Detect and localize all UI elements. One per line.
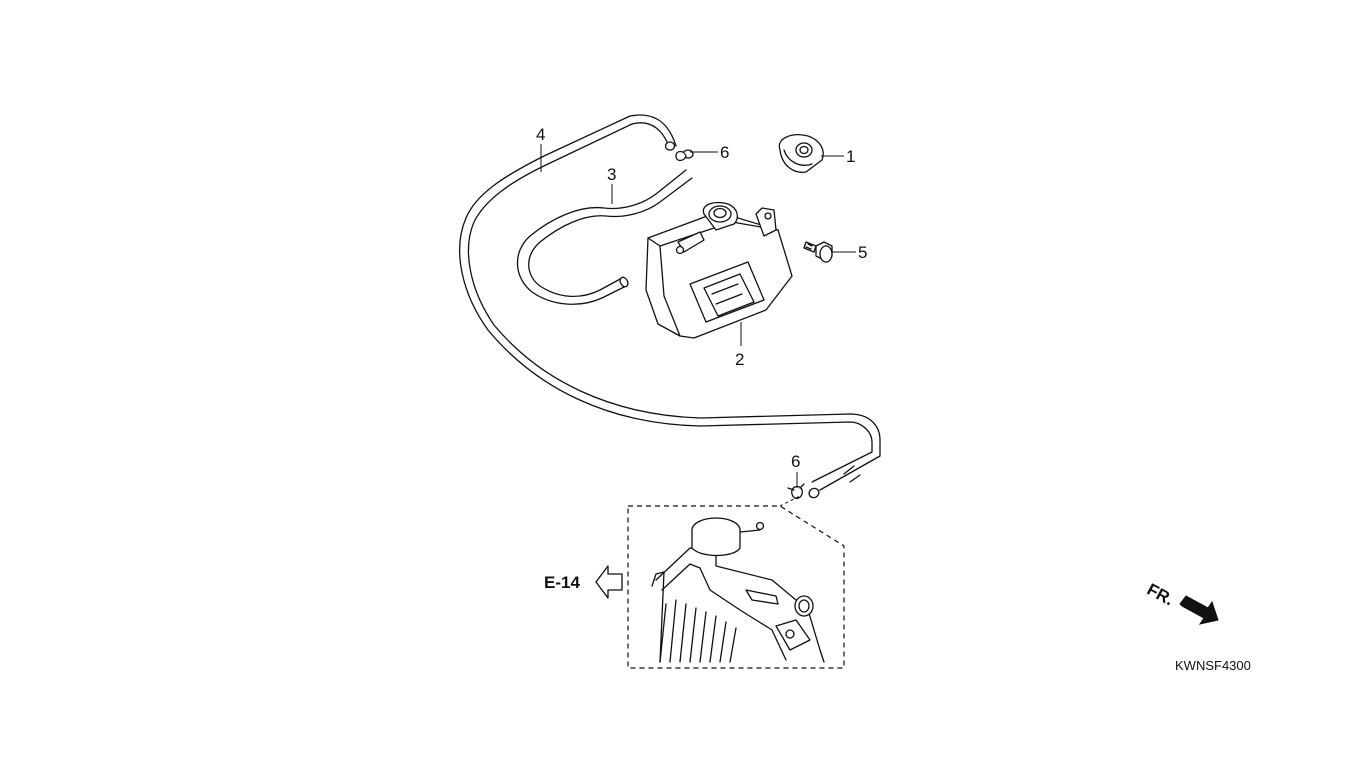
callout-6-lower: 6 xyxy=(791,452,800,471)
overflow-hose-part-4[interactable] xyxy=(459,114,881,499)
flange-bolt-part-5[interactable] xyxy=(803,241,833,263)
callout-4: 4 xyxy=(536,125,545,144)
leader-lines xyxy=(540,144,856,488)
callout-5: 5 xyxy=(858,243,867,262)
reserve-tank-part-2[interactable] xyxy=(645,201,793,339)
front-label: FR. xyxy=(1144,580,1177,610)
diagram-code: KWNSF4300 xyxy=(1175,658,1251,673)
front-arrow-icon xyxy=(1179,595,1219,625)
callout-1: 1 xyxy=(846,147,855,166)
reference-label: E-14 xyxy=(544,573,580,592)
breather-hose-part-3[interactable] xyxy=(516,169,693,305)
radiator-illustration xyxy=(651,517,825,663)
callout-3: 3 xyxy=(607,165,616,184)
hose-clip-part-6-lower[interactable] xyxy=(787,483,805,499)
front-direction-indicator: FR. xyxy=(1144,580,1219,625)
callout-2: 2 xyxy=(735,350,744,369)
reserve-tank-cap-part-1[interactable] xyxy=(778,134,824,173)
reference-arrow-e14[interactable]: E-14 xyxy=(544,565,623,599)
callout-6-upper: 6 xyxy=(720,143,729,162)
radiator-inset xyxy=(627,495,845,669)
